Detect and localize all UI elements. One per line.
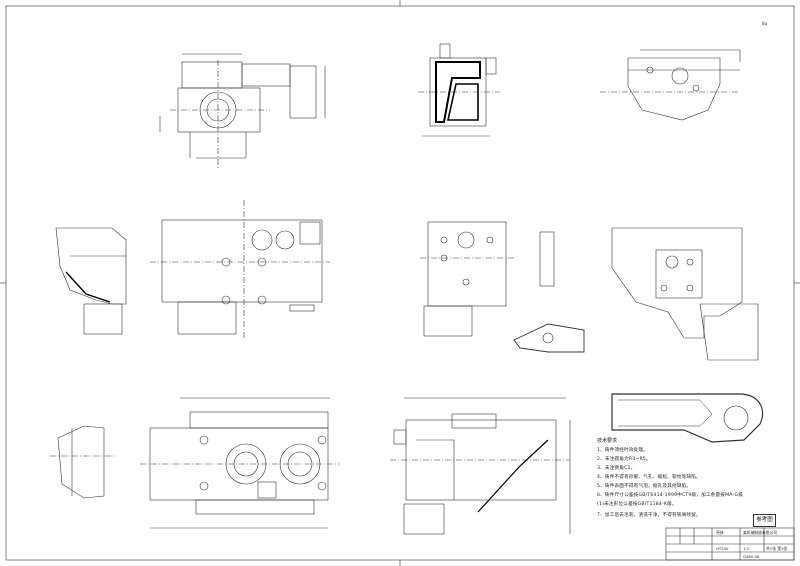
title-block-material: HT250 bbox=[716, 546, 729, 551]
view-mid-left-section bbox=[55, 227, 127, 335]
title-block-scale: 1:2 bbox=[743, 546, 750, 551]
view-mid-right bbox=[611, 227, 759, 361]
view-top-left bbox=[159, 53, 326, 170]
title-block-part-name: 壳体 bbox=[716, 530, 724, 535]
sheet-corner-code: Ba bbox=[762, 21, 768, 26]
view-top-center-section bbox=[418, 43, 500, 137]
view-detail-mid bbox=[513, 323, 585, 353]
view-bottom-right-detail bbox=[611, 393, 764, 443]
title-block-company: 某机械制造有限公司 bbox=[743, 530, 778, 535]
tech-note-3: 3、未注倒角C1。 bbox=[597, 466, 636, 471]
tech-note-7: (1)未注形位公差按GB/T1184-K级。 bbox=[597, 502, 677, 507]
tech-note-6: 6、铸件尺寸公差按GB/T6414-1999中CT9级，加工余量按MA-G级 bbox=[597, 493, 744, 498]
view-top-right bbox=[600, 49, 741, 121]
view-mid-side bbox=[420, 221, 555, 337]
tech-note-8: 7、加工后去毛刺，清洗干净，不得有铁屑残留。 bbox=[597, 513, 701, 518]
view-bottom-main bbox=[140, 397, 340, 529]
title-block bbox=[665, 527, 795, 561]
view-bottom-left-detail bbox=[50, 425, 116, 499]
tech-notes-title: 技术要求 bbox=[597, 438, 618, 444]
title-block-drawing-no: Q460-08 bbox=[743, 554, 760, 559]
tech-note-4: 4、铸件不得有砂眼、气孔、缩松、裂纹等缺陷。 bbox=[597, 475, 701, 480]
view-mid-front bbox=[150, 200, 330, 340]
tech-note-2: 2、未注圆角为R3~R5。 bbox=[597, 457, 651, 462]
tech-note-5: 5、铸件表面不得有气泡，缩孔及其他缺陷。 bbox=[597, 484, 692, 489]
reference-stamp: 参考图 bbox=[753, 514, 776, 527]
view-bottom-section bbox=[390, 397, 571, 535]
tech-note-1: 1、铸件须经时效处理。 bbox=[597, 448, 649, 453]
title-block-sheet: 共1张 第1张 bbox=[766, 546, 788, 551]
